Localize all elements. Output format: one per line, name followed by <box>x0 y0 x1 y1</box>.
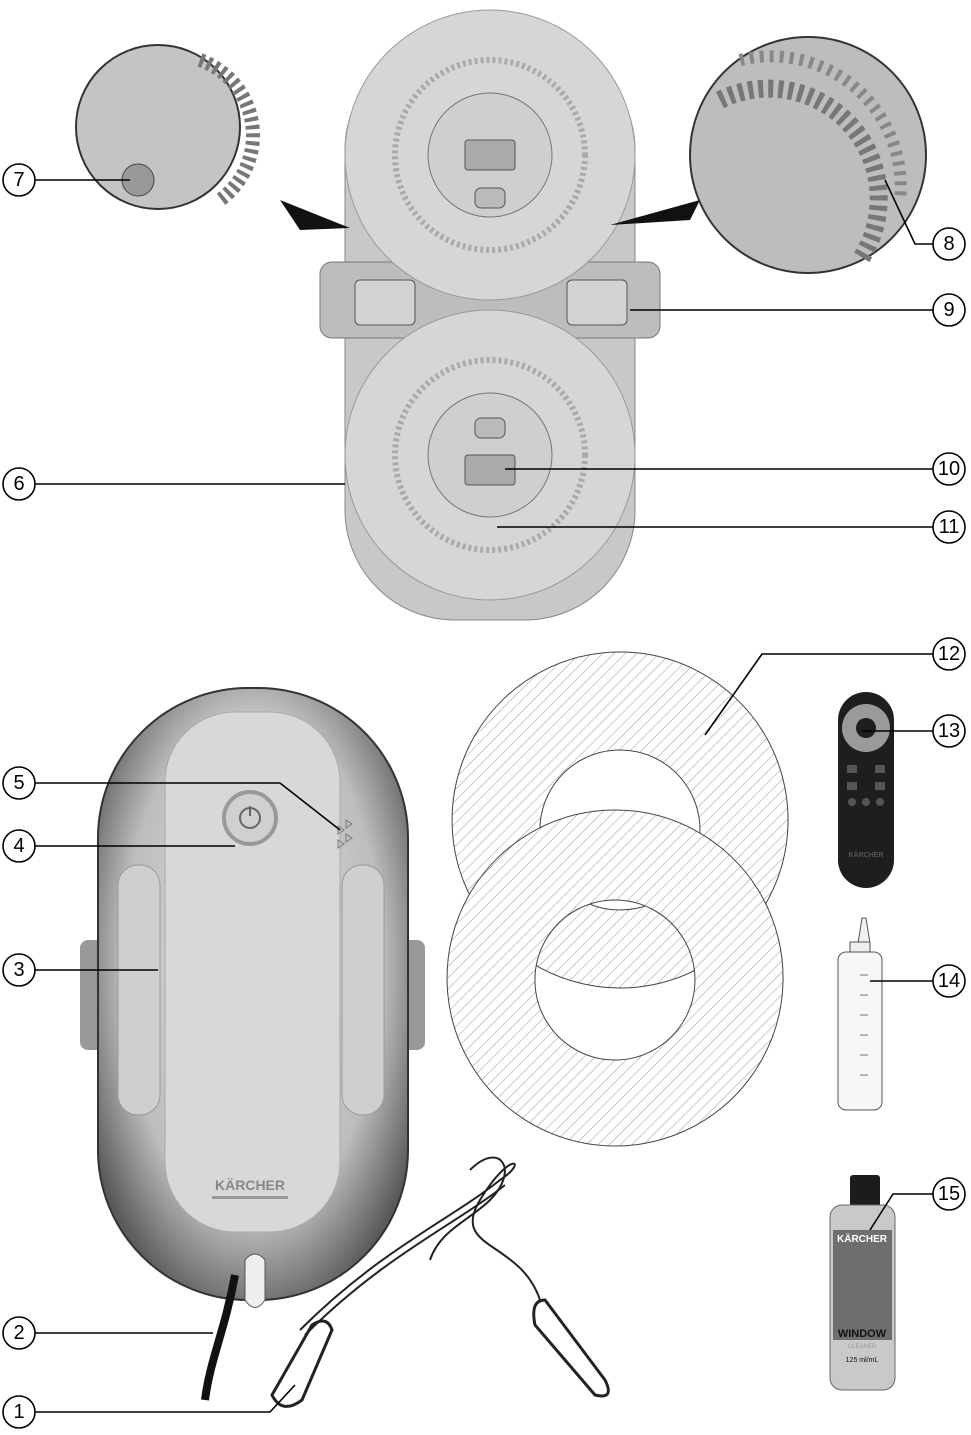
latch-left <box>354 279 416 326</box>
remote-control: KÄRCHER <box>838 692 894 888</box>
svg-text:9: 9 <box>943 299 954 321</box>
status-leds-icon <box>337 819 353 849</box>
callout-11: 11 <box>932 510 966 544</box>
svg-text:1: 1 <box>13 1401 24 1423</box>
svg-text:7: 7 <box>13 169 24 191</box>
handle-right <box>341 864 385 1116</box>
svg-text:11: 11 <box>939 516 960 538</box>
svg-text:2: 2 <box>13 1322 24 1344</box>
svg-text:10: 10 <box>938 458 960 480</box>
cleaning-wheel-top <box>344 9 636 301</box>
remote-brand-logo: KÄRCHER <box>849 851 884 859</box>
bottle-brand: KÄRCHER <box>837 1232 888 1245</box>
callout-9: 9 <box>932 293 966 327</box>
detail-zoom-right <box>610 36 927 274</box>
callout-6: 6 <box>2 467 36 501</box>
callout-12: 12 <box>932 637 966 671</box>
carabiner-left <box>270 1319 334 1408</box>
svg-text:14: 14 <box>938 970 960 992</box>
callout-2: 2 <box>2 1316 36 1350</box>
callout-5: 5 <box>2 766 36 800</box>
latch-right <box>566 279 628 326</box>
svg-text:12: 12 <box>938 643 960 665</box>
callout-15: 15 <box>932 1177 966 1211</box>
bottle-subtitle: CLEANER <box>848 1344 877 1350</box>
power-button-icon <box>222 790 278 846</box>
carabiner-right <box>532 1298 610 1398</box>
dosing-bottle <box>837 917 883 1111</box>
svg-text:8: 8 <box>943 233 954 255</box>
svg-text:13: 13 <box>938 720 960 742</box>
svg-text:3: 3 <box>13 959 24 981</box>
svg-text:5: 5 <box>13 772 24 794</box>
power-cable <box>201 1274 239 1401</box>
robot-brand-logo: KÄRCHER <box>215 1177 285 1193</box>
callout-13: 13 <box>932 714 966 748</box>
safety-cord <box>270 1156 610 1408</box>
handle-left <box>117 864 161 1116</box>
cleaning-wheel-bottom <box>344 309 636 601</box>
detail-zoom-left <box>75 44 350 230</box>
svg-text:4: 4 <box>13 835 24 857</box>
callout-10: 10 <box>932 452 966 486</box>
window-cleaner-bottle: KÄRCHER WINDOW CLEANER 125 ml/mL <box>829 1175 896 1391</box>
bottle-product: WINDOW <box>838 1328 887 1340</box>
callout-1: 1 <box>2 1395 36 1429</box>
callout-7: 7 <box>2 163 36 197</box>
robot-top: KÄRCHER <box>80 687 425 1401</box>
microfiber-pads <box>446 651 789 1147</box>
callout-3: 3 <box>2 953 36 987</box>
callout-4: 4 <box>2 829 36 863</box>
callout-14: 14 <box>932 964 966 998</box>
bottle-volume: 125 ml/mL <box>846 1357 879 1364</box>
robot-underside <box>319 9 661 621</box>
svg-text:15: 15 <box>938 1183 960 1205</box>
callout-8: 8 <box>932 227 966 261</box>
svg-text:6: 6 <box>13 473 24 495</box>
leader-lines <box>35 179 933 1413</box>
